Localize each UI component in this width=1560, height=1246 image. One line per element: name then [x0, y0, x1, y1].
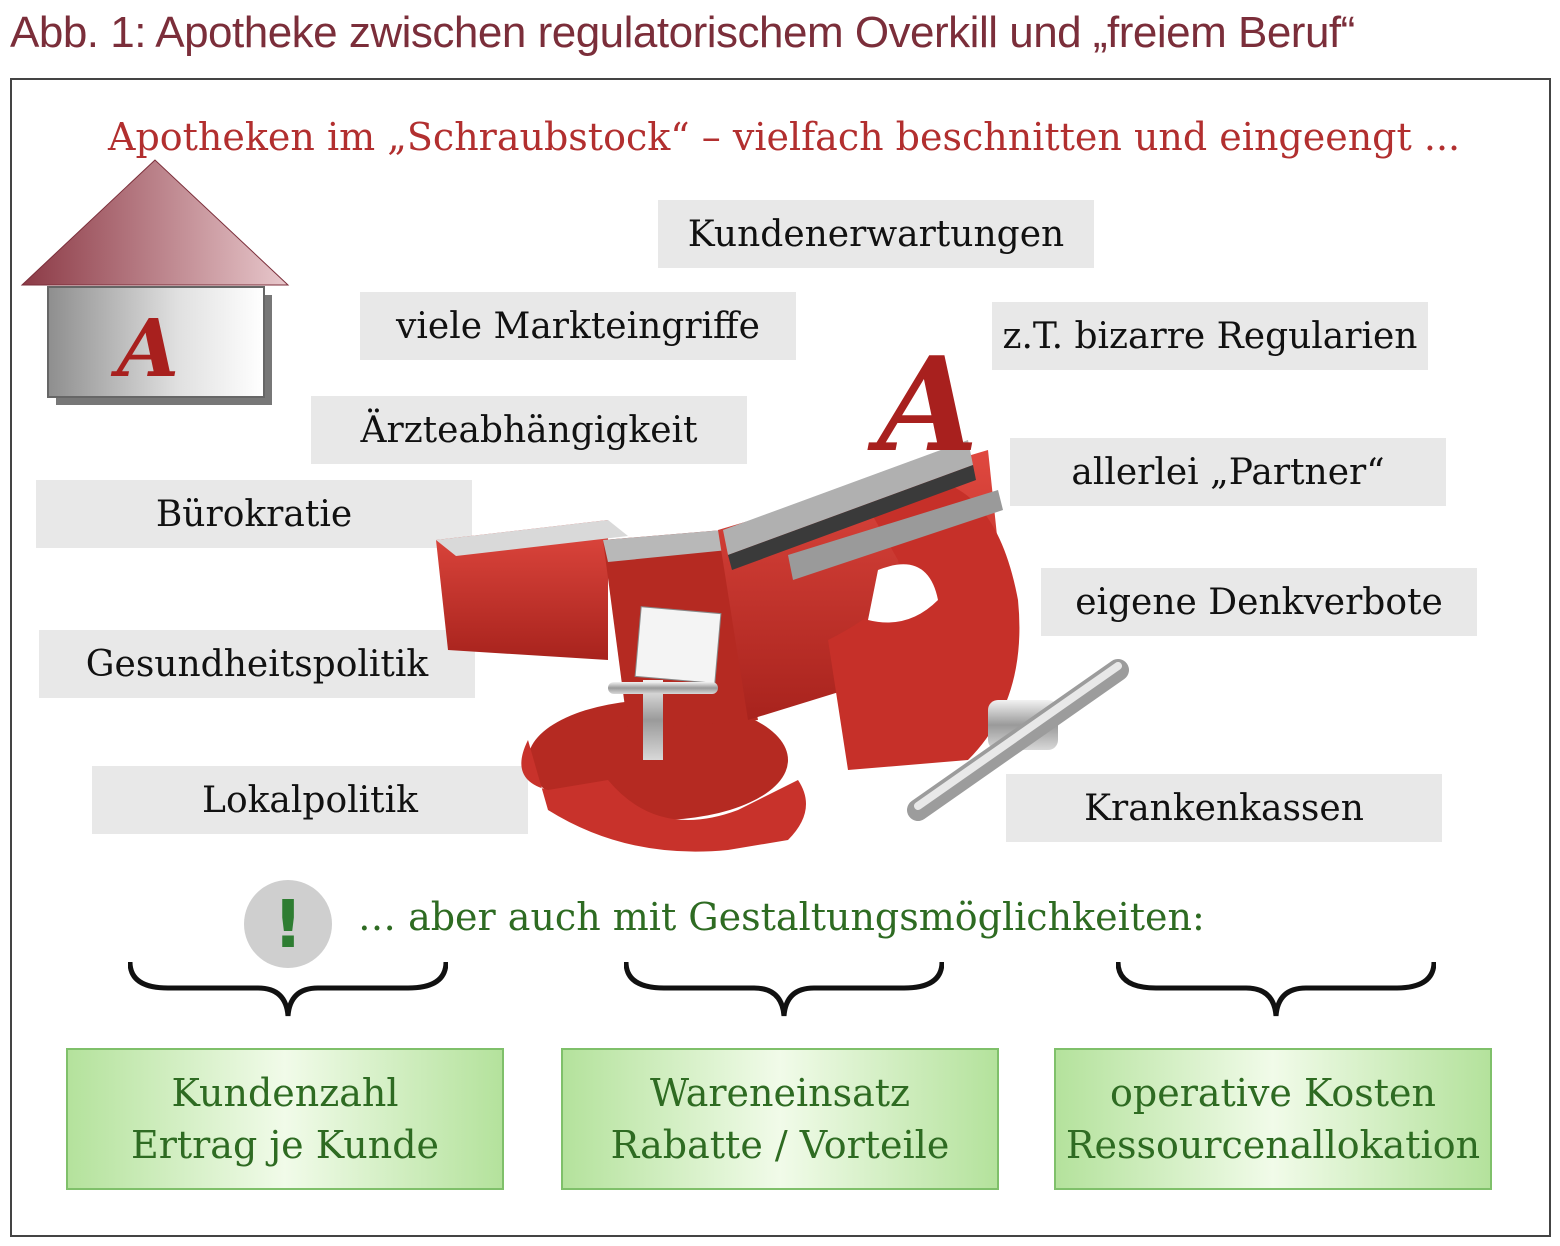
label-krankenkassen: Krankenkassen — [1006, 774, 1442, 842]
option-box-line: Ertrag je Kunde — [130, 1123, 440, 1167]
label-regularien: z.T. bizarre Regularien — [992, 302, 1428, 370]
figure-title: Abb. 1: Apotheke zwischen regulatorische… — [10, 8, 1355, 57]
brace-icon — [128, 961, 448, 1017]
option-box-line: Ressourcenallokation — [1065, 1123, 1481, 1167]
label-gesundheitspolitik: Gesundheitspolitik — [39, 630, 475, 698]
option-box-kosten: operative Kosten Ressourcenallokation — [1054, 1048, 1492, 1190]
option-box-line: Wareneinsatz — [649, 1071, 911, 1115]
label-markteingriffe: viele Markteingriffe — [360, 292, 796, 360]
label-buerokratie: Bürokratie — [36, 480, 472, 548]
option-box-line: Rabatte / Vorteile — [610, 1123, 950, 1167]
brace-icon — [1116, 961, 1436, 1017]
gestaltung-heading: … aber auch mit Gestaltungsmöglichkeiten… — [358, 895, 1205, 939]
option-box-line: Kundenzahl — [171, 1071, 399, 1115]
option-box-line: operative Kosten — [1110, 1071, 1436, 1115]
vise-illustration: A — [436, 340, 1129, 852]
label-partner: allerlei „Partner“ — [1010, 438, 1446, 506]
label-kundenerwartungen: Kundenerwartungen — [658, 200, 1094, 268]
exclamation-icon: ! — [244, 880, 332, 968]
label-denkverbote: eigene Denkverbote — [1041, 568, 1477, 636]
brace-icon — [624, 961, 944, 1017]
option-box-waren: Wareneinsatz Rabatte / Vorteile — [561, 1048, 999, 1190]
label-lokalpolitik: Lokalpolitik — [92, 766, 528, 834]
label-aerzteabhaengigkeit: Ärzteabhängigkeit — [311, 396, 747, 464]
option-box-kunden: Kundenzahl Ertrag je Kunde — [66, 1048, 504, 1190]
pharmacy-house-icon: A — [20, 159, 290, 405]
diagram-subtitle: Apotheken im „Schraubstock“ – vielfach b… — [108, 115, 1461, 159]
vise-logo-letter: A — [867, 340, 979, 481]
house-logo-letter: A — [110, 301, 179, 395]
